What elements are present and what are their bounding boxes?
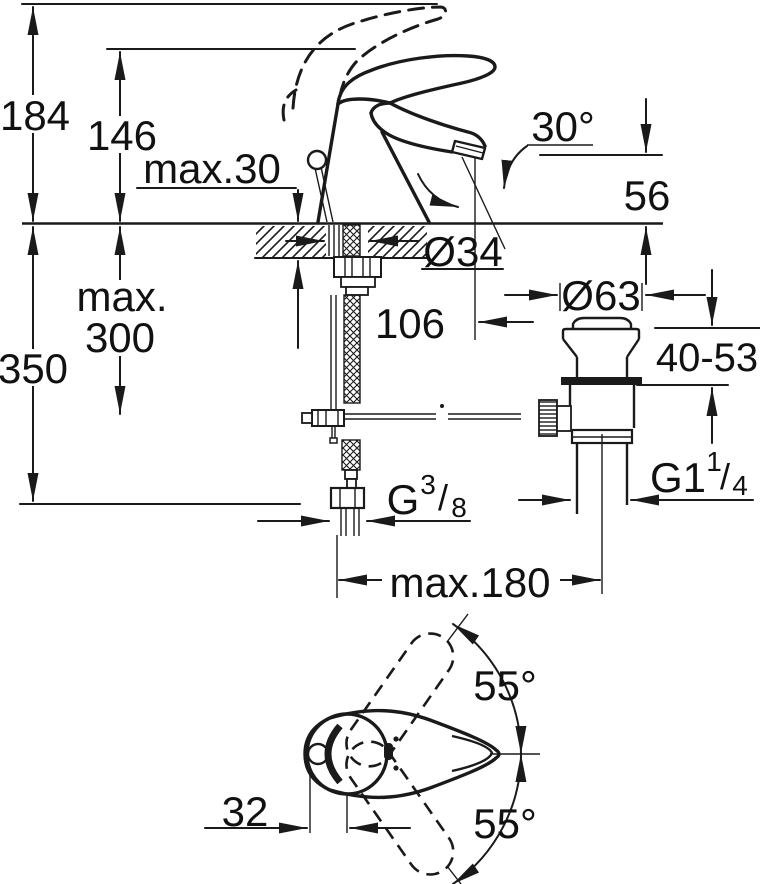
body-lower-right-edge bbox=[380, 130, 431, 224]
lever-swing-lower-dashed bbox=[345, 740, 455, 876]
threaded-shank-upper bbox=[342, 224, 361, 257]
label-waste-adjust-range: 40-53 bbox=[656, 336, 758, 380]
spout-inner-curve bbox=[369, 101, 392, 115]
dim-4053-ref-lines bbox=[636, 327, 760, 386]
spout-underside bbox=[369, 111, 454, 154]
lever-handle bbox=[336, 53, 497, 106]
label-waste-thread-sub: 4 bbox=[732, 470, 748, 501]
rod-connector-detail bbox=[317, 410, 339, 426]
label-supply-thread-base: G bbox=[387, 476, 420, 523]
horizontal-rod bbox=[344, 413, 521, 420]
faucet-body bbox=[281, 5, 497, 224]
waste-tailpipe bbox=[575, 443, 629, 514]
pop-up-knob-top-view bbox=[306, 742, 330, 766]
raised-handle-dashed bbox=[291, 5, 447, 110]
pop-up-rod-upper bbox=[314, 166, 334, 223]
label-center-distance: max.180 bbox=[389, 559, 550, 606]
waste-plug-dome bbox=[571, 316, 633, 329]
waste-neck bbox=[562, 338, 640, 377]
label-supply-thread-slash: / bbox=[438, 477, 448, 518]
rod-connector-nub bbox=[301, 412, 313, 424]
nut-facets bbox=[344, 257, 371, 277]
washer-2 bbox=[345, 286, 369, 296]
rod-clamp-knurled-knob bbox=[538, 399, 558, 437]
label-rod-max-value: 300 bbox=[85, 314, 155, 361]
hose-fitting-1 bbox=[344, 469, 358, 480]
braided-hose bbox=[341, 439, 361, 471]
plan-view bbox=[204, 613, 540, 884]
waste-body bbox=[568, 385, 636, 428]
deck-pass-through-lines bbox=[328, 225, 340, 256]
dimension-labels: 184 146 max.30 30° 56 Ø34 max. 300 350 1… bbox=[0, 92, 758, 847]
pop-up-waste bbox=[538, 316, 642, 594]
label-swing-lower: 55° bbox=[473, 800, 537, 847]
label-hose-length: 350 bbox=[0, 345, 68, 392]
rod-break-dot bbox=[440, 404, 444, 408]
waste-seal-band bbox=[561, 377, 642, 385]
label-waste-flange-diameter: Ø63 bbox=[561, 272, 640, 319]
lever-dot-2 bbox=[393, 765, 399, 771]
rod-tip bbox=[329, 437, 338, 444]
body-left-edge bbox=[316, 102, 340, 224]
waste-cup bbox=[561, 327, 641, 339]
hex-nut-facets bbox=[339, 488, 356, 508]
under-deck-assembly bbox=[301, 224, 521, 536]
label-total-height: 184 bbox=[0, 92, 70, 139]
hose-fitting-2 bbox=[346, 478, 357, 489]
lever-left-cap bbox=[324, 723, 343, 785]
label-spout-reach: 106 bbox=[375, 300, 445, 347]
washer-1 bbox=[340, 276, 376, 288]
raised-handle-dashed-inner bbox=[281, 88, 298, 122]
hose-tail bbox=[340, 508, 360, 536]
label-rod-max-word: max. bbox=[76, 273, 167, 320]
spout-aerator bbox=[450, 139, 487, 161]
lever-logo-pill bbox=[384, 743, 393, 760]
label-supply-thread-sub: 8 bbox=[451, 492, 467, 523]
dim-55-upper-arc bbox=[452, 623, 527, 755]
swing-ext-lines bbox=[446, 613, 469, 884]
label-rod-offset: 32 bbox=[222, 788, 269, 835]
bg-146 bbox=[88, 116, 156, 153]
hose-hex-nut bbox=[329, 486, 366, 510]
stream-angle-line bbox=[461, 156, 506, 250]
pop-up-rod-vertical bbox=[330, 295, 337, 409]
label-lever-height: 146 bbox=[87, 112, 157, 159]
dim-55-lower-arc bbox=[452, 753, 527, 884]
dim-dia63-ext-ticks bbox=[559, 283, 643, 311]
spout-aerator-line bbox=[455, 145, 484, 154]
label-deck-max: max.30 bbox=[143, 145, 281, 192]
bg-184 bbox=[0, 95, 70, 133]
rod-clamp-block bbox=[556, 405, 572, 432]
dim-32-ext-lines bbox=[309, 766, 348, 833]
lever-top-view bbox=[303, 708, 501, 800]
bg-max300 bbox=[76, 280, 168, 356]
label-spout-angle: 30° bbox=[531, 103, 595, 150]
label-swing-upper: 55° bbox=[473, 662, 537, 709]
label-waste-thread-base: G1 bbox=[650, 454, 706, 501]
pop-up-knob bbox=[306, 149, 328, 171]
bg-350 bbox=[1, 349, 67, 386]
rod-below-connector bbox=[331, 426, 336, 438]
rod-connector bbox=[311, 409, 345, 427]
mounting-nut bbox=[333, 256, 382, 278]
stream-curved-arrow bbox=[417, 173, 459, 208]
label-supply-thread-sup: 3 bbox=[420, 469, 436, 500]
bg-max180 bbox=[382, 562, 560, 599]
label-hole-diameter: Ø34 bbox=[423, 228, 502, 275]
threaded-shank-lower bbox=[343, 294, 361, 404]
lever-dot-1 bbox=[393, 736, 399, 742]
label-waste-thread-slash: / bbox=[720, 456, 730, 497]
label-waste-thread-sup: 1 bbox=[706, 446, 722, 477]
lever-swing-upper-dashed bbox=[345, 632, 455, 768]
dim-30deg-arc bbox=[501, 145, 528, 189]
label-spout-height: 56 bbox=[624, 172, 671, 219]
body-right-spout-top bbox=[388, 101, 487, 148]
